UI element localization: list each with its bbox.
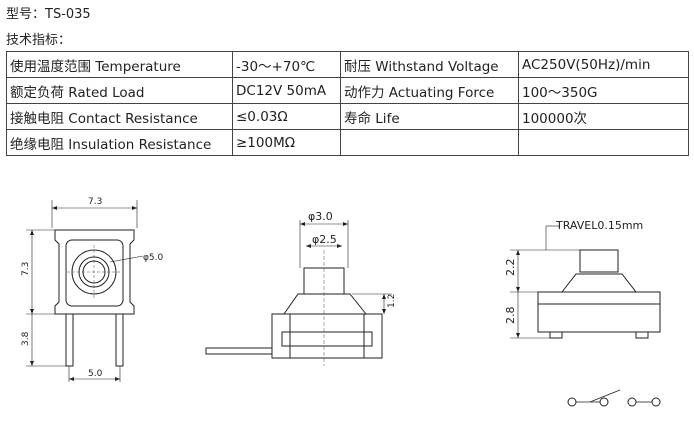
cap-dia-label: φ3.0 [308, 210, 333, 223]
button-dia-label: φ5.0 [143, 253, 164, 263]
table-row: 额定负荷 Rated Load DC12V 50mA 动作力 Actuating… [6, 77, 689, 104]
spec-value: ≥100MΩ [232, 129, 341, 156]
spec-label: 接触电阻 Contact Resistance [6, 103, 233, 130]
spec-label: 动作力 Actuating Force [340, 77, 519, 104]
front-view-drawing: TRAVEL0.15mm 2.2 2.8 [504, 219, 661, 339]
spec-label: 寿命 Life [340, 103, 519, 130]
top-view-drawing: 7.3 φ5.0 7.3 3.8 5.0 [21, 197, 164, 382]
mechanical-drawing: 7.3 φ5.0 7.3 3.8 5.0 [21, 197, 661, 407]
spec-label: 耐压 Withstand Voltage [340, 51, 519, 78]
table-row: 使用温度范围 Temperature -30～+70℃ 耐压 Withstand… [6, 51, 689, 78]
switch-symbol [567, 389, 661, 407]
lead-length-label: 3.8 [21, 331, 31, 346]
table-row: 接触电阻 Contact Resistance ≤0.03Ω 寿命 Life 1… [6, 103, 689, 130]
spec-value: AC250V(50Hz)/min [518, 51, 689, 78]
stem-dia-label: φ2.5 [312, 233, 337, 246]
top-height-label: 7.3 [21, 262, 31, 276]
spec-value: ≤0.03Ω [232, 103, 341, 130]
spec-value [518, 129, 689, 156]
table-row: 绝缘电阻 Insulation Resistance ≥100MΩ [6, 129, 689, 156]
spec-label: 使用温度范围 Temperature [6, 51, 233, 78]
spec-table: 使用温度范围 Temperature -30～+70℃ 耐压 Withstand… [6, 51, 689, 156]
spec-value: DC12V 50mA [232, 77, 341, 104]
side-view-drawing: φ3.0 φ2.5 1.2 [205, 210, 397, 366]
spec-value: 100～350G [518, 77, 689, 104]
model-number: 型号：TS-035 [6, 7, 91, 22]
spec-section-title: 技术指标： [6, 33, 72, 48]
side-height-label: 1.2 [387, 294, 397, 308]
spec-label: 额定负荷 Rated Load [6, 77, 233, 104]
front-lower-label: 2.8 [504, 307, 517, 325]
spec-value: 100000次 [518, 103, 689, 130]
spec-value: -30～+70℃ [232, 51, 341, 78]
spec-label: 绝缘电阻 Insulation Resistance [6, 129, 233, 156]
front-upper-label: 2.2 [504, 259, 517, 277]
top-width-label: 7.3 [88, 197, 102, 207]
spec-label [340, 129, 519, 156]
lead-pitch-label: 5.0 [88, 369, 103, 379]
travel-label: TRAVEL0.15mm [555, 219, 643, 232]
